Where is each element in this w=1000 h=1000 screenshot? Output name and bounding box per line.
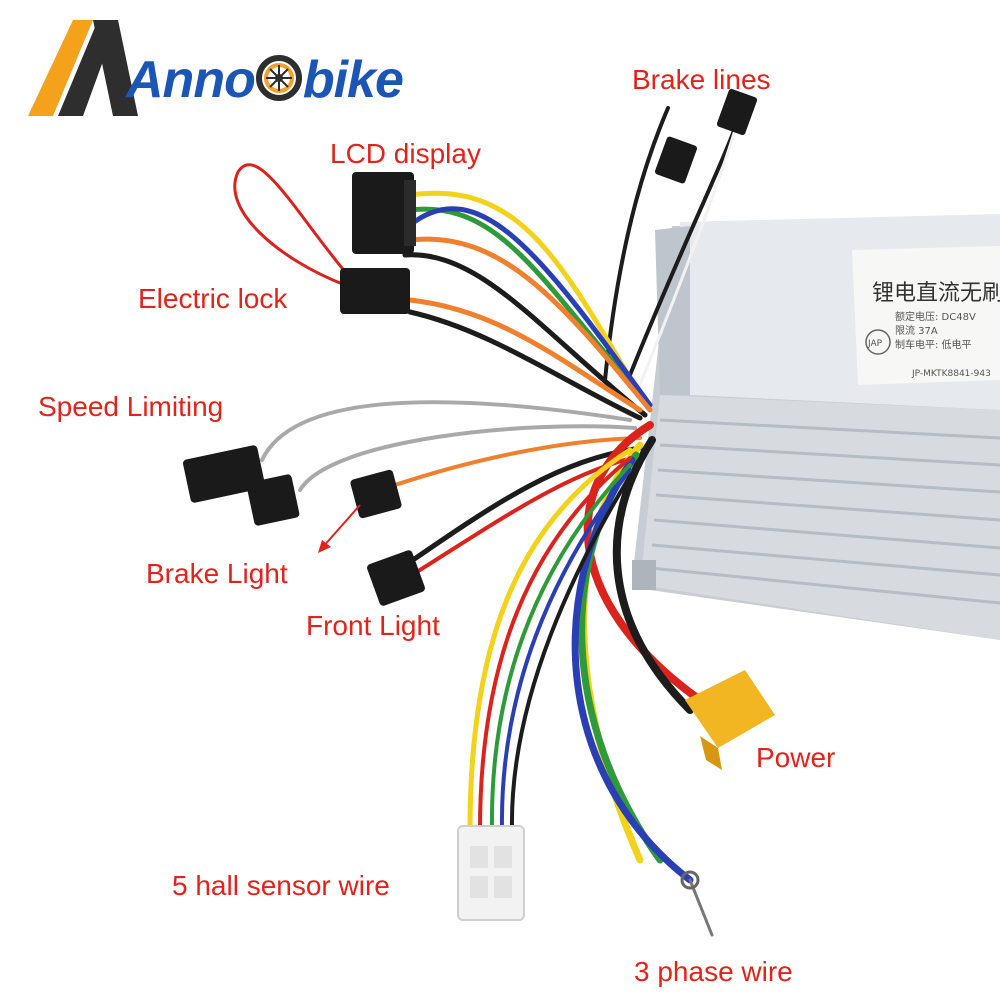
plate-line-4: 制车电平: 低电平 [895,338,972,351]
brake-light-arrow [318,504,361,553]
speed-limiting-connector-right [246,474,300,526]
electric-lock-connector [340,268,410,314]
label-hall-sensor: 5 hall sensor wire [172,870,390,901]
front-light-wires [407,445,647,577]
hall-sensor-connector [457,825,525,921]
plate-badge: JAP [867,339,883,349]
label-brake-lines: Brake lines [632,64,771,95]
brake-lines-wires [603,106,740,387]
brake-light-connector [350,469,402,519]
brake-light-wires [390,436,642,488]
plate-line-1: 锂电直流无刷电 [872,281,1000,306]
logo-text-before: Anno [126,51,256,109]
hall-sensor-wires [467,447,633,833]
lcd-display-connector [352,172,416,254]
label-electric-lock: Electric lock [138,283,288,314]
logo-a-mark [28,20,138,116]
controller-label-plate: 锂电直流无刷电 额定电压: DC48V 限流 37A 制车电平: 低电平 JAP… [852,246,1000,385]
speed-limiting-wires [260,400,637,492]
speed-limiting-connector-left [183,445,265,503]
electric-lock-wires [233,163,643,421]
label-power: Power [756,742,836,773]
brake-line-connector-left [654,136,698,184]
plate-line-5: JP-MKTK8841-943 [911,369,991,379]
label-phase-wire: 3 phase wire [634,956,793,987]
plate-line-3: 限流 37A [895,324,938,337]
plate-line-2: 额定电压: DC48V [895,310,976,323]
plate-badge-circle [865,329,891,355]
label-front-light: Front Light [306,610,440,641]
label-speed-limiting: Speed Limiting [38,391,224,422]
front-light-connector [367,550,425,606]
logo-text-after: bike [302,51,404,109]
brake-line-connector-right [716,88,758,136]
lcd-display-wires [402,190,653,418]
wheel-icon [255,55,302,101]
label-lcd-display: LCD display [330,138,481,169]
annoybike-logo: Anno bike [18,16,438,126]
power-connector [685,670,775,770]
logo-text: Anno bike [126,51,404,109]
phase-wire-ring-terminal [680,870,700,890]
label-brake-light: Brake Light [146,558,288,589]
